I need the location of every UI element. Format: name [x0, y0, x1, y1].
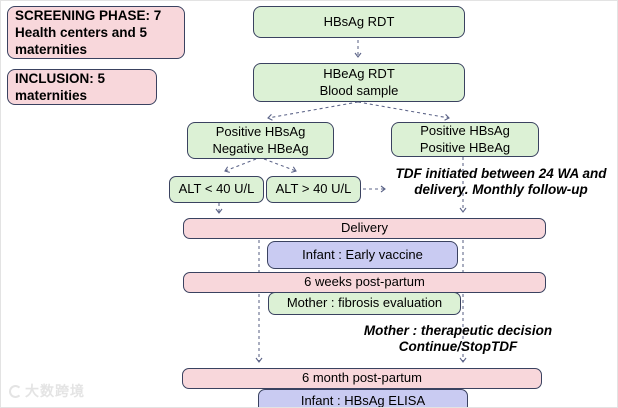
alt-high-label: ALT > 40 U/L: [275, 181, 352, 197]
six-month-postpartum-bar: 6 month post-partum: [182, 368, 542, 389]
six-weeks-postpartum-bar: 6 weeks post-partum: [183, 272, 546, 293]
alt-high-box: ALT > 40 U/L: [266, 176, 361, 203]
inclusion-box: INCLUSION: 5 maternities: [7, 69, 157, 105]
six-month-label: 6 month post-partum: [302, 370, 422, 386]
watermark-logo-icon: [9, 384, 22, 398]
watermark-text: 大数跨境: [25, 383, 85, 399]
hbeag-rdt-line: Blood sample: [319, 82, 399, 98]
arrow-posneg-to-althigh: [263, 158, 297, 173]
hbsag-rdt-box: HBsAg RDT: [253, 6, 465, 38]
mother-therapeutic-decision-note: Mother : therapeutic decision Continue/S…: [348, 323, 568, 356]
tdf-treatment-note: TDF initiated between 24 WA and delivery…: [383, 166, 617, 199]
decision-note-line: Continue/StopTDF: [398, 339, 518, 355]
screening-phase-line: Health centers and 5: [15, 24, 148, 40]
watermark: 大数跨境: [9, 381, 85, 401]
screening-phase-line: maternities: [15, 42, 88, 58]
mother-fibrosis-evaluation-box: Mother : fibrosis evaluation: [268, 292, 461, 315]
inclusion-line: maternities: [15, 88, 88, 103]
tdf-note-line: TDF initiated between 24 WA and: [395, 166, 607, 181]
pos-neg-line: Positive HBsAg: [215, 123, 306, 139]
alt-low-box: ALT < 40 U/L: [169, 176, 264, 203]
screening-phase-line: SCREENING PHASE: 7: [15, 7, 162, 23]
infant-early-vaccine-box: Infant : Early vaccine: [267, 241, 458, 269]
infant-early-vaccine-label: Infant : Early vaccine: [302, 246, 423, 262]
six-weeks-label: 6 weeks post-partum: [304, 274, 425, 290]
delivery-bar: Delivery: [183, 218, 546, 239]
inclusion-line: INCLUSION: 5: [15, 70, 106, 86]
screening-phase-box: SCREENING PHASE: 7 Health centers and 5 …: [7, 6, 185, 59]
hbsag-rdt-label: HBsAg RDT: [323, 13, 395, 29]
decision-note-line: Mother : therapeutic decision: [363, 323, 553, 338]
alt-low-label: ALT < 40 U/L: [178, 181, 255, 197]
pos-pos-line: Positive HBsAg: [420, 122, 510, 138]
positive-hbsag-positive-hbeag-box: Positive HBsAg Positive HBeAg: [391, 122, 539, 157]
arrow-hbeag-to-posneg: [267, 101, 359, 121]
infant-hbsag-elisa-box: Infant : HBsAg ELISA: [258, 389, 468, 408]
mother-fibrosis-label: Mother : fibrosis evaluation: [286, 295, 443, 311]
hbeag-rdt-line: HBeAg RDT: [323, 65, 395, 81]
arrow-hbeag-to-pospos: [357, 101, 450, 121]
positive-hbsag-negative-hbeag-box: Positive HBsAg Negative HBeAg: [187, 122, 334, 159]
arrow-posneg-to-altlow: [224, 158, 257, 173]
pos-pos-line: Positive HBeAg: [419, 139, 511, 155]
hbeag-rdt-box: HBeAg RDT Blood sample: [253, 63, 465, 102]
pos-neg-line: Negative HBeAg: [212, 140, 309, 156]
delivery-label: Delivery: [341, 220, 388, 236]
tdf-note-line: delivery. Monthly follow-up: [414, 182, 588, 198]
infant-hbsag-elisa-label: Infant : HBsAg ELISA: [300, 392, 426, 408]
